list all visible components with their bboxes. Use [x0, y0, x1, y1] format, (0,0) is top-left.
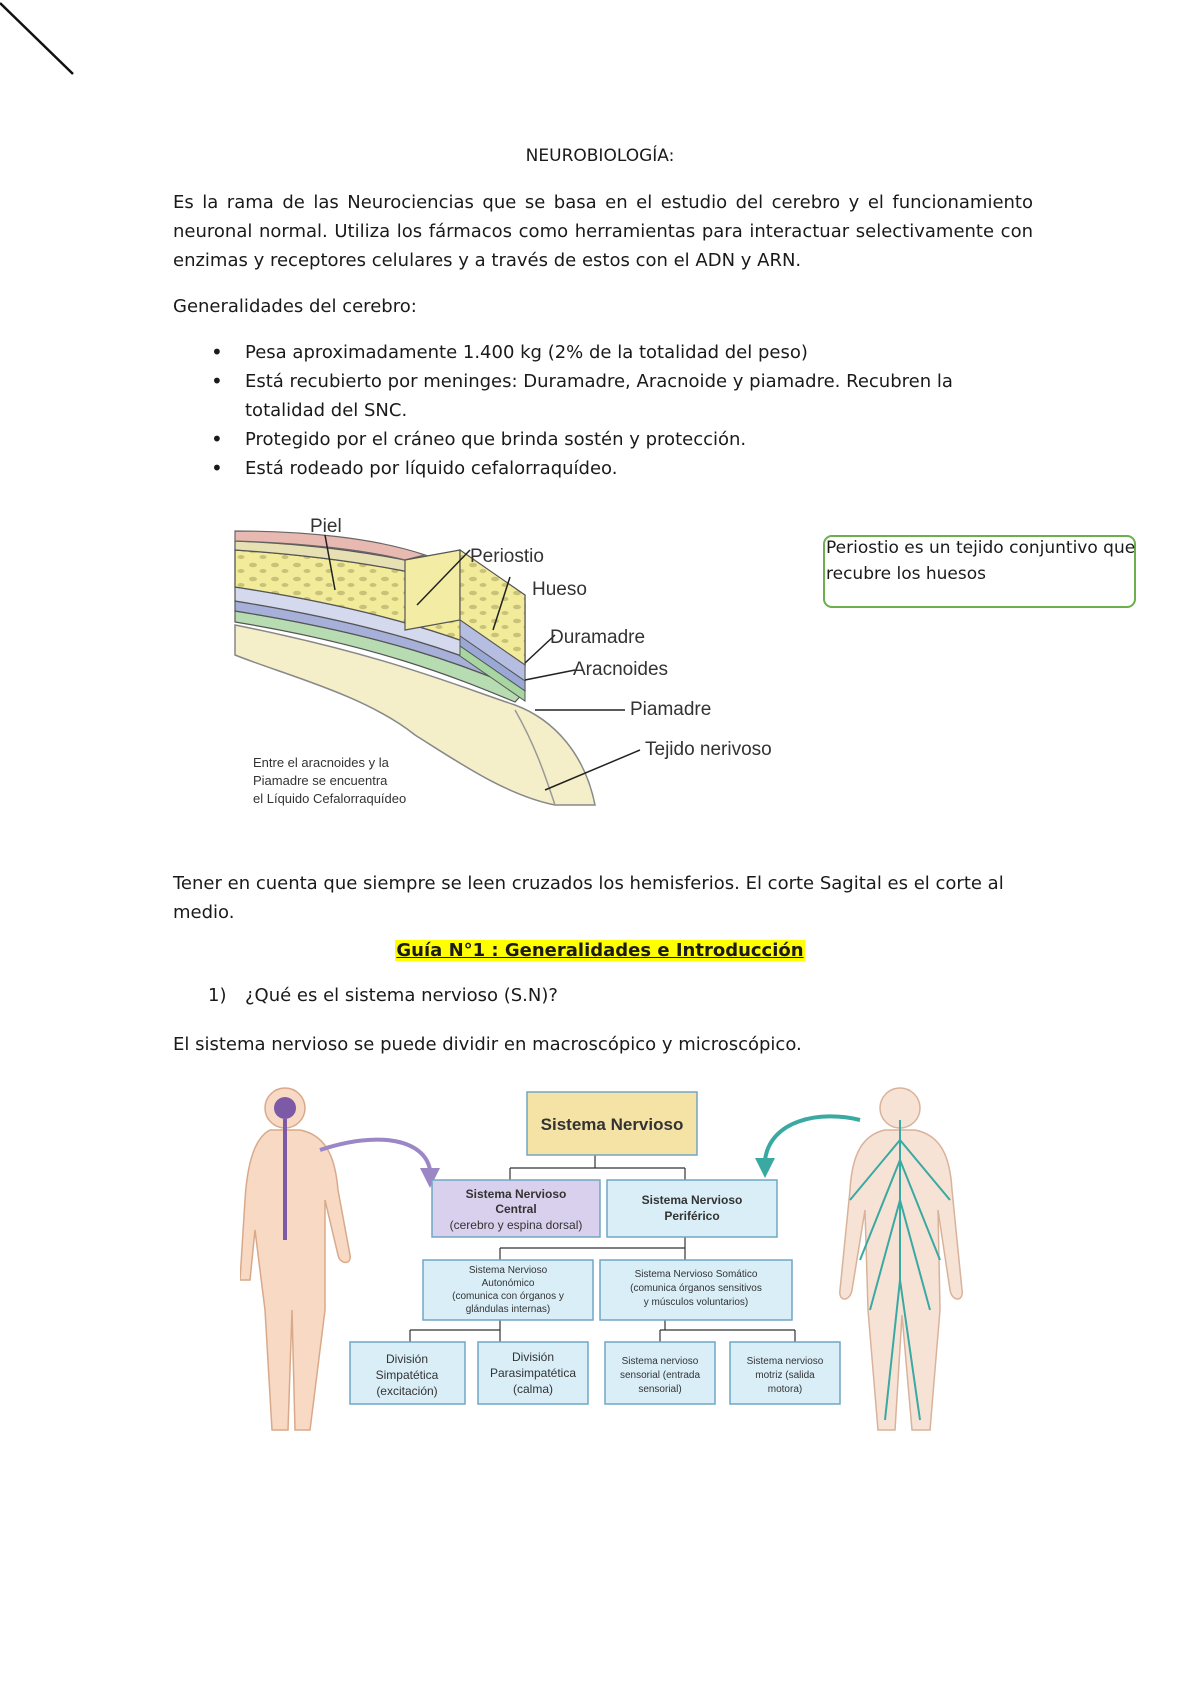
guide-title-text: Guía N°1 : Generalidades e Introducción: [395, 940, 805, 961]
autonomic-box: [422, 1259, 594, 1321]
bullet-icon: •: [211, 369, 223, 393]
root-box: [526, 1091, 698, 1156]
pns-body-figure: [839, 1087, 963, 1431]
list-item: • Protegido por el cráneo que brinda sost…: [173, 425, 993, 454]
list-item-text: Pesa aproximadamente 1.400 kg (2% de la …: [245, 342, 808, 363]
motor-box: [729, 1341, 841, 1405]
motor-label: motora): [768, 1384, 802, 1395]
somatic-box: [599, 1259, 793, 1321]
autonomic-label: glándulas internas): [466, 1304, 551, 1315]
label-hueso: Hueso: [532, 579, 587, 600]
label-aracnoides: Aracnoides: [573, 659, 668, 680]
generalities-heading: Generalidades del cerebro:: [173, 296, 417, 317]
csf-note-line: Piamadre se encuentra: [253, 773, 388, 788]
autonomic-label: Sistema Nervioso: [469, 1265, 548, 1276]
pns-arrow: [763, 1114, 861, 1161]
somatic-label: (comunica órganos sensitivos: [630, 1283, 762, 1294]
parasympathetic-label: (calma): [513, 1382, 553, 1396]
somatic-label: Sistema Nervioso Somático: [635, 1269, 758, 1280]
bullet-icon: •: [211, 456, 223, 480]
list-item-text: Está recubierto por meninges: Duramadre,…: [245, 371, 953, 421]
sensory-label: Sistema nervioso: [622, 1356, 699, 1367]
csf-note-line: el Líquido Cefalorraquídeo: [253, 791, 406, 806]
autonomic-label: Autonómico: [482, 1278, 535, 1289]
list-item: • Está rodeado por líquido cefalorraquíde…: [173, 454, 993, 483]
label-periostio: Periostio: [470, 546, 544, 567]
peripheral-box: [606, 1179, 778, 1238]
motor-label: motriz (salida: [755, 1370, 815, 1381]
bullet-icon: •: [211, 340, 223, 364]
csf-note-line: Entre el aracnoides y la: [253, 755, 390, 770]
parasympathetic-label: División: [512, 1350, 554, 1364]
motor-label: Sistema nervioso: [747, 1356, 824, 1367]
corner-diagonal-line: [0, 2, 74, 75]
central-label: Central: [495, 1202, 536, 1216]
list-item: • Pesa aproximadamente 1.400 kg (2% de la…: [173, 338, 993, 367]
sensory-label: sensorial (entrada: [620, 1370, 700, 1381]
sensory-box: [604, 1341, 716, 1405]
sympathetic-label: Simpatética: [376, 1368, 439, 1382]
somatic-label: y músculos voluntarios): [644, 1297, 748, 1308]
central-label: Sistema Nervioso: [466, 1187, 567, 1201]
cns-body-figure: [240, 1087, 351, 1431]
label-tejido: Tejido nerivoso: [645, 739, 772, 760]
sensory-label: sensorial): [638, 1384, 681, 1395]
side-note-text: Periostio es un tejido conjuntivo que re…: [826, 538, 1136, 584]
hemispheres-paragraph: Tener en cuenta que siempre se leen cruz…: [173, 873, 1004, 923]
cns-arrow: [319, 1137, 432, 1171]
list-item-text: Protegido por el cráneo que brinda sosté…: [245, 429, 747, 450]
division-paragraph: El sistema nervioso se puede dividir en …: [173, 1034, 802, 1055]
autonomic-label: (comunica con órganos y: [452, 1291, 564, 1302]
question-number: 1): [208, 985, 227, 1006]
guide-title: Guía N°1 : Generalidades e Introducción: [0, 940, 1200, 961]
central-label: (cerebro y espina dorsal): [450, 1218, 583, 1232]
sympathetic-label: (excitación): [376, 1384, 437, 1398]
list-item: • Está recubierto por meninges: Duramadre…: [173, 367, 993, 425]
sympathetic-label: División: [386, 1352, 428, 1366]
label-piel: Piel: [310, 516, 342, 537]
parasympathetic-label: Parasimpatética: [490, 1366, 576, 1380]
intro-paragraph: Es la rama de las Neurociencias que se b…: [173, 192, 1033, 271]
root-label: Sistema Nervioso: [541, 1115, 684, 1134]
label-duramadre: Duramadre: [550, 627, 645, 648]
peripheral-label: Periférico: [664, 1209, 719, 1223]
list-item-text: Está rodeado por líquido cefalorraquídeo…: [245, 458, 618, 479]
peripheral-label: Sistema Nervioso: [642, 1193, 743, 1207]
bullet-icon: •: [211, 427, 223, 451]
meninges-illustration: Piel Periostio Hueso Duramadre Aracnoide…: [234, 516, 772, 806]
side-note-box: [823, 535, 1136, 608]
question-text: ¿Qué es el sistema nervioso (S.N)?: [245, 985, 558, 1006]
nervous-system-diagram: Sistema Nervioso Sistema Nervioso Centra…: [240, 1087, 963, 1431]
page-title: NEUROBIOLOGÍA:: [525, 146, 675, 166]
nerve-tissue-layer: [234, 624, 596, 806]
label-piamadre: Piamadre: [630, 699, 711, 720]
central-box: [431, 1179, 601, 1238]
parasympathetic-box: [477, 1341, 589, 1405]
generalities-list: • Pesa aproximadamente 1.400 kg (2% de la…: [173, 338, 993, 483]
sympathetic-box: [349, 1341, 466, 1405]
